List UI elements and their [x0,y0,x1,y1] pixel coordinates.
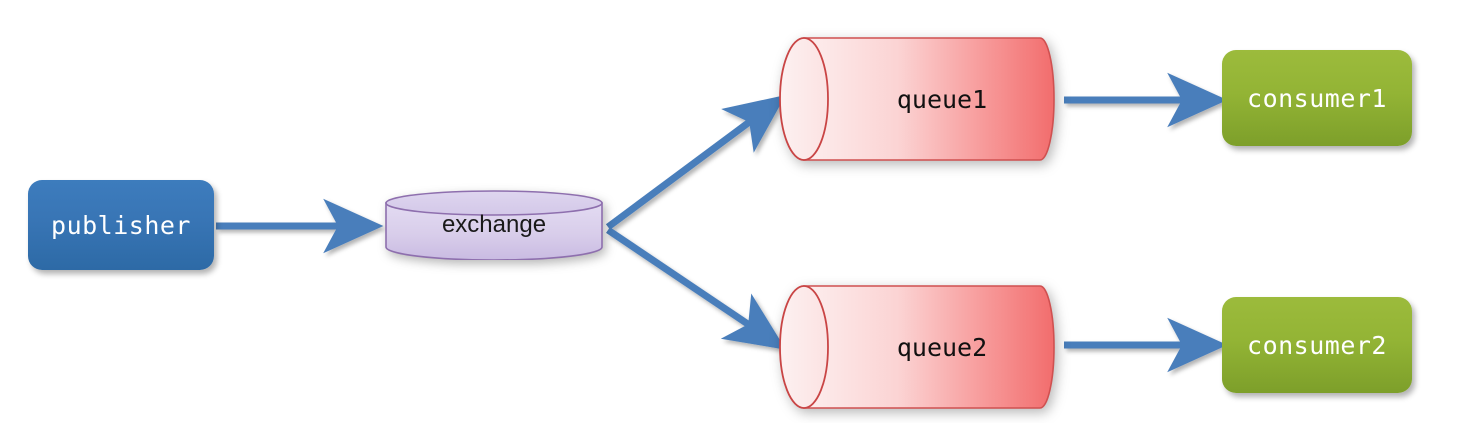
node-consumer2-label: consumer2 [1247,330,1387,360]
edge-exchange-to-queue1 [605,94,786,230]
edge-exchange-to-queue2 [606,227,786,350]
node-publisher-label: publisher [51,210,191,240]
node-publisher[interactable]: publisher [28,180,214,270]
node-exchange[interactable]: exchange [384,190,604,260]
node-consumer1-label: consumer1 [1247,83,1387,113]
node-queue1[interactable]: queue1 [778,35,1066,163]
node-consumer1[interactable]: consumer1 [1222,50,1412,146]
node-queue2[interactable]: queue2 [778,283,1066,411]
node-consumer2[interactable]: consumer2 [1222,297,1412,393]
